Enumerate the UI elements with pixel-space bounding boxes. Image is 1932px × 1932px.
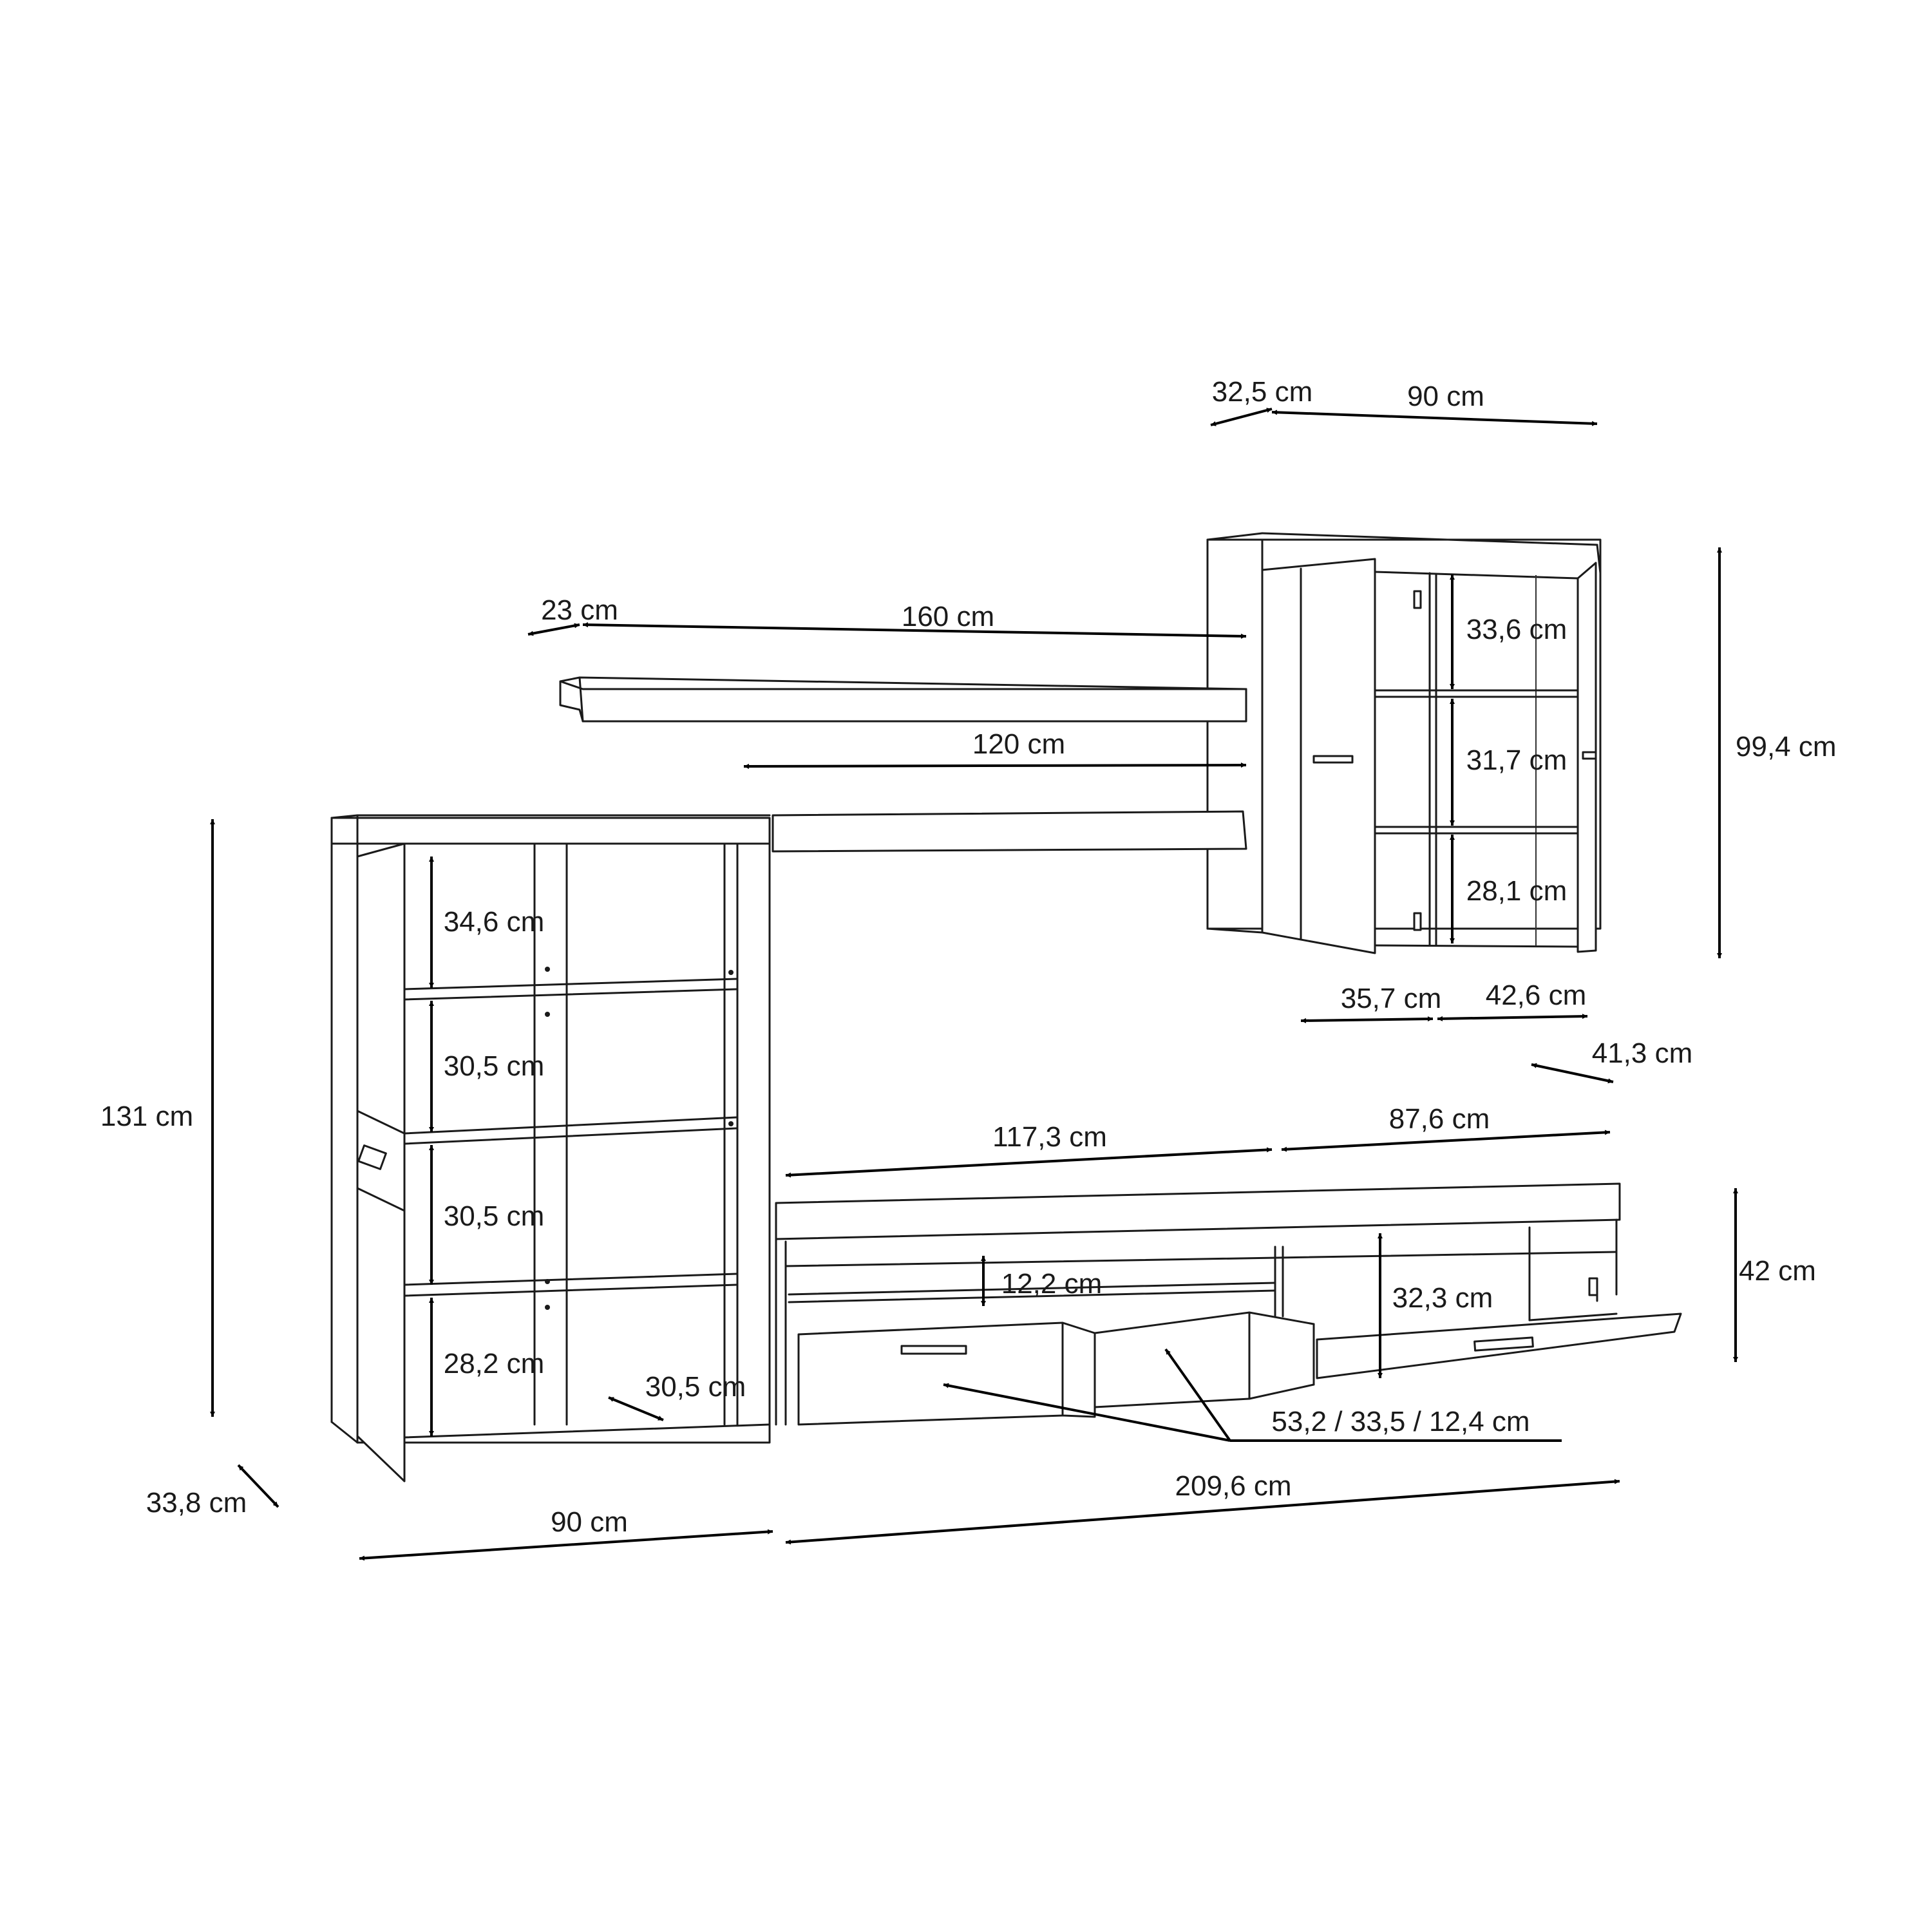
label-lower-shelf-width: 120 cm bbox=[972, 728, 1065, 760]
wall-cabinet bbox=[1206, 532, 1602, 954]
label-wall-shelf-2: 31,7 cm bbox=[1466, 744, 1567, 776]
label-wall-depth: 32,5 cm bbox=[1212, 376, 1313, 408]
dim-arrow-top-shelf-width bbox=[582, 622, 1247, 639]
label-highboard-shelf-4: 28,2 cm bbox=[444, 1348, 545, 1379]
label-wall-shelf-1: 33,6 cm bbox=[1466, 614, 1567, 645]
tv-drawer-1-handle bbox=[900, 1345, 967, 1355]
lower-wall-shelf bbox=[772, 810, 1247, 853]
label-wall-door-depth: 41,3 cm bbox=[1592, 1037, 1693, 1069]
label-drawer-sizes: 53,2 / 33,5 / 12,4 cm bbox=[1271, 1406, 1530, 1437]
tv-drawer-1 bbox=[797, 1321, 1064, 1426]
dim-arrow-lower-shelf-width bbox=[743, 762, 1247, 769]
label-tv-left-width: 117,3 cm bbox=[992, 1121, 1107, 1153]
label-tv-compartment: 32,3 cm bbox=[1392, 1282, 1493, 1314]
label-tv-height: 42 cm bbox=[1739, 1255, 1816, 1287]
dim-arrow-tv-right-width bbox=[1281, 1130, 1611, 1152]
label-tv-total-width: 209,6 cm bbox=[1175, 1470, 1292, 1502]
dim-arrow-wall-inner-left bbox=[1300, 1016, 1434, 1023]
dimension-lines bbox=[210, 408, 1738, 1561]
label-highboard-width: 90 cm bbox=[551, 1506, 628, 1538]
tv-drawer-2 bbox=[1061, 1321, 1096, 1418]
label-wall-height: 99,4 cm bbox=[1736, 731, 1837, 762]
dim-arrow-highboard-inner-depth bbox=[608, 1396, 664, 1421]
label-top-shelf-width: 160 cm bbox=[902, 601, 994, 632]
dim-arrow-top-shelf-depth bbox=[527, 623, 580, 636]
label-tv-open-shelf: 12,2 cm bbox=[1001, 1268, 1103, 1300]
dim-arrow-highboard-width bbox=[359, 1529, 773, 1561]
highboard-door-handle bbox=[357, 1144, 387, 1170]
dim-arrow-highboard-depth bbox=[237, 1464, 279, 1508]
label-highboard-height: 131 cm bbox=[100, 1101, 193, 1132]
dim-arrow-tv-total-width bbox=[785, 1479, 1620, 1545]
dim-arrow-wall-depth bbox=[1210, 408, 1273, 426]
label-highboard-shelf-1: 34,6 cm bbox=[444, 906, 545, 938]
dim-arrow-tv-left-width bbox=[785, 1147, 1273, 1178]
label-highboard-inner-depth: 30,5 cm bbox=[645, 1371, 746, 1403]
dim-arrow-wall-door-depth bbox=[1531, 1063, 1614, 1084]
label-wall-inner-left: 35,7 cm bbox=[1341, 983, 1442, 1014]
label-highboard-depth: 33,8 cm bbox=[146, 1487, 247, 1519]
label-highboard-shelf-3: 30,5 cm bbox=[444, 1200, 545, 1232]
label-wall-shelf-3: 28,1 cm bbox=[1466, 875, 1567, 907]
label-tv-right-width: 87,6 cm bbox=[1389, 1103, 1490, 1135]
dimension-labels: 32,5 cm 90 cm 99,4 cm 33,6 cm 31,7 cm 28… bbox=[100, 376, 1837, 1538]
wall-cabinet-left-handle bbox=[1312, 755, 1354, 764]
top-wall-shelf bbox=[559, 676, 1247, 723]
tv-lowboard bbox=[775, 1182, 1682, 1426]
tv-flap-handle bbox=[1473, 1336, 1534, 1352]
label-highboard-shelf-2: 30,5 cm bbox=[444, 1050, 545, 1082]
label-wall-width: 90 cm bbox=[1407, 381, 1484, 412]
label-wall-inner-right: 42,6 cm bbox=[1486, 980, 1587, 1011]
dim-arrow-wall-width bbox=[1271, 410, 1598, 426]
highboard bbox=[330, 814, 771, 1482]
label-top-shelf-depth: 23 cm bbox=[541, 594, 618, 626]
dim-arrow-wall-inner-right bbox=[1437, 1014, 1588, 1021]
